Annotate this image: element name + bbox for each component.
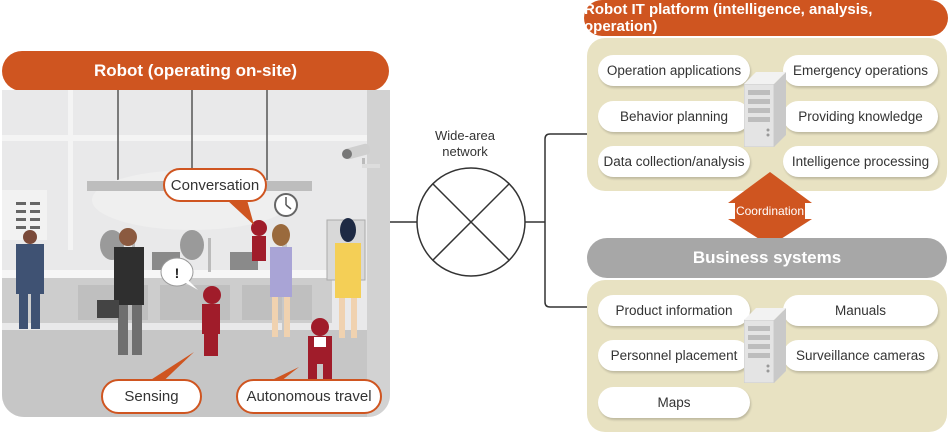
network-cross-circle-icon	[416, 167, 526, 277]
it-item-operation-applications: Operation applications	[598, 55, 750, 86]
wan-label-line1: Wide-area	[435, 128, 495, 143]
robot-autonomous-travel	[308, 318, 332, 382]
it-item-data-collection-analysis: Data collection/analysis	[598, 146, 750, 177]
scene-illustration: !	[2, 90, 390, 417]
wide-area-network-label: Wide-area network	[425, 128, 505, 160]
biz-item-maps: Maps	[598, 387, 750, 418]
customer-man-blue-suit	[16, 230, 44, 329]
server-icon	[744, 72, 786, 147]
clock-icon	[274, 193, 298, 217]
robot-site-header: Robot (operating on-site)	[2, 51, 389, 91]
man-with-briefcase	[97, 228, 144, 355]
customer-woman-yellow	[335, 218, 361, 338]
security-camera-icon	[342, 143, 380, 168]
coordination-label: Coordination	[733, 203, 807, 219]
biz-item-manuals: Manuals	[783, 295, 938, 326]
biz-item-personnel-placement: Personnel placement	[598, 340, 750, 371]
bank-lobby-scene: !	[2, 90, 390, 417]
branch-bracket	[544, 133, 588, 308]
conversation-callout-tail	[227, 200, 254, 225]
customer-woman-purple	[270, 224, 292, 337]
robot-at-counter	[251, 220, 267, 261]
network-connection-diagram	[390, 133, 588, 308]
conversation-callout: Conversation	[163, 168, 267, 202]
it-item-providing-knowledge: Providing knowledge	[783, 101, 938, 132]
biz-item-surveillance-cameras: Surveillance cameras	[783, 340, 938, 371]
wan-label-line2: network	[442, 144, 488, 159]
it-item-behavior-planning: Behavior planning	[598, 101, 750, 132]
server-icon	[744, 308, 786, 383]
exclamation-speech-bubble	[160, 257, 198, 290]
robot-sensing	[202, 286, 221, 356]
side-wall	[367, 90, 390, 417]
exclamation-mark: !	[175, 265, 180, 281]
it-platform-header: Robot IT platform (intelligence, analysi…	[584, 0, 948, 36]
it-item-emergency-operations: Emergency operations	[783, 55, 938, 86]
biz-item-product-information: Product information	[598, 295, 750, 326]
it-item-intelligence-processing: Intelligence processing	[783, 146, 938, 177]
autonomous-travel-callout: Autonomous travel	[236, 379, 382, 414]
exchange-rate-board	[2, 190, 47, 240]
business-systems-header: Business systems	[587, 238, 947, 278]
sensing-callout: Sensing	[101, 379, 202, 414]
